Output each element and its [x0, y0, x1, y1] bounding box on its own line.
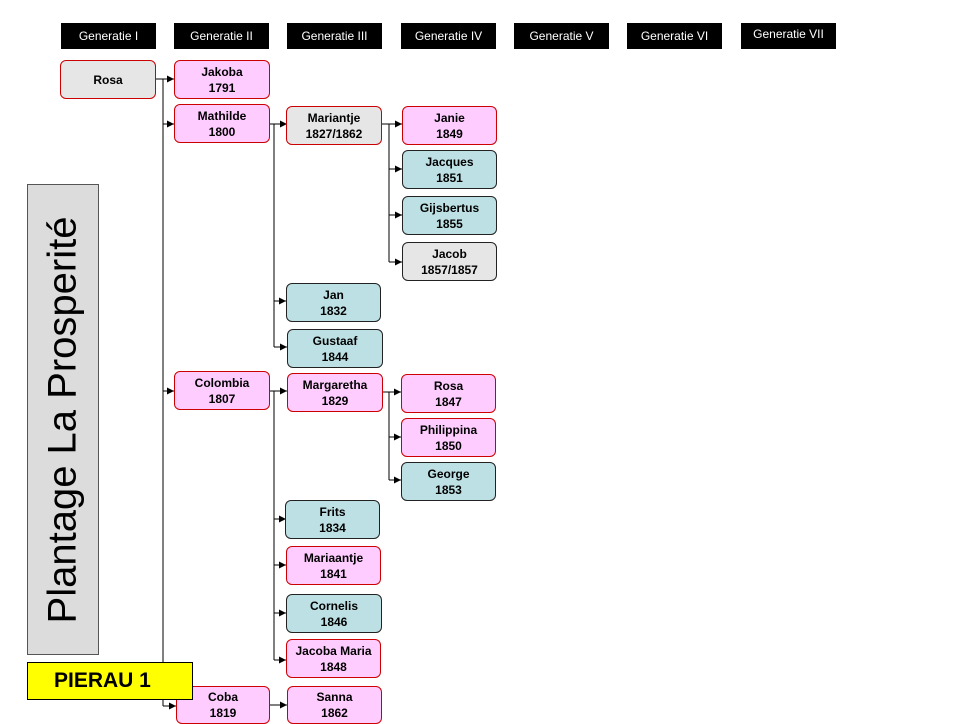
person-name: Mathilde	[197, 108, 247, 123]
person-cornelis: Cornelis 1846	[286, 594, 382, 633]
person-george: George 1853	[401, 462, 496, 501]
person-jacoba-maria: Jacoba Maria 1848	[286, 639, 381, 678]
person-rosa-1847: Rosa 1847	[401, 374, 496, 413]
person-name: Jacoba Maria	[295, 643, 372, 658]
person-mariaantje: Mariaantje 1841	[286, 546, 381, 585]
person-name: Jan	[323, 287, 344, 302]
person-name: Colombia	[194, 375, 250, 390]
person-name: Rosa	[93, 72, 123, 87]
person-jan: Jan 1832	[286, 283, 381, 322]
person-name: Gijsbertus	[419, 200, 480, 215]
family-code-label: PIERAU 1	[27, 662, 193, 700]
person-name: Mariantje	[307, 110, 361, 125]
person-margaretha: Margaretha 1829	[287, 373, 383, 412]
person-coba: Coba 1819	[176, 686, 270, 724]
person-mathilde: Mathilde 1800	[174, 104, 270, 143]
person-name: Frits	[319, 504, 346, 519]
person-year: 1829	[321, 393, 349, 408]
person-year: 1849	[436, 126, 463, 141]
person-year: 1834	[319, 520, 346, 535]
person-year: 1862	[321, 706, 348, 720]
person-name: Janie	[434, 110, 465, 125]
person-year: 1844	[321, 349, 349, 364]
person-year: 1807	[208, 391, 236, 406]
person-name: Jacques	[425, 154, 474, 169]
person-frits: Frits 1834	[285, 500, 380, 539]
person-gustaaf: Gustaaf 1844	[287, 329, 383, 368]
person-year: 1850	[435, 438, 462, 453]
person-year: 1800	[208, 124, 236, 139]
person-gijsbertus: Gijsbertus 1855	[402, 196, 497, 235]
generation-header-7: Generatie VII	[741, 23, 836, 49]
generation-header-1: Generatie I	[61, 23, 156, 49]
person-name: Sanna	[316, 690, 353, 704]
person-name: Mariaantje	[303, 550, 364, 565]
person-year: 1841	[320, 566, 347, 581]
person-year: 1832	[320, 303, 347, 318]
person-philippina: Philippina 1850	[401, 418, 496, 457]
person-year: 1846	[320, 614, 348, 629]
person-year: 1851	[436, 170, 463, 185]
person-name: Jakoba	[201, 64, 243, 79]
person-jacob: Jacob 1857/1857	[402, 242, 497, 281]
person-year: 1848	[320, 659, 347, 674]
generation-header-5: Generatie V	[514, 23, 609, 49]
generation-header-6: Generatie VI	[627, 23, 722, 49]
person-year: 1827/1862	[305, 126, 363, 141]
person-year: 1791	[208, 80, 236, 95]
generation-header-2: Generatie II	[174, 23, 269, 49]
plantation-title: Plantage La Prosperité	[40, 216, 85, 623]
person-name: Philippina	[419, 422, 478, 437]
person-colombia: Colombia 1807	[174, 371, 270, 410]
person-year: 1847	[435, 394, 462, 409]
person-year: 1819	[209, 706, 237, 720]
person-name: Rosa	[433, 378, 464, 393]
person-year: 1857/1857	[421, 262, 478, 277]
person-mariantje: Mariantje 1827/1862	[286, 106, 382, 145]
person-sanna: Sanna 1862	[287, 686, 382, 724]
person-jacques: Jacques 1851	[402, 150, 497, 189]
person-year: 1855	[436, 216, 463, 231]
person-name: Gustaaf	[312, 333, 358, 348]
person-name: George	[427, 466, 470, 481]
plantation-title-box: Plantage La Prosperité	[27, 184, 99, 655]
person-name: Coba	[208, 690, 238, 704]
generation-header-3: Generatie III	[287, 23, 382, 49]
person-name: Cornelis	[309, 598, 358, 613]
person-rosa-root: Rosa	[60, 60, 156, 99]
person-name: Margaretha	[302, 377, 368, 392]
person-name: Jacob	[432, 246, 467, 261]
person-year: 1853	[435, 482, 462, 497]
person-jakoba: Jakoba 1791	[174, 60, 270, 99]
person-janie: Janie 1849	[402, 106, 497, 145]
generation-header-4: Generatie IV	[401, 23, 496, 49]
